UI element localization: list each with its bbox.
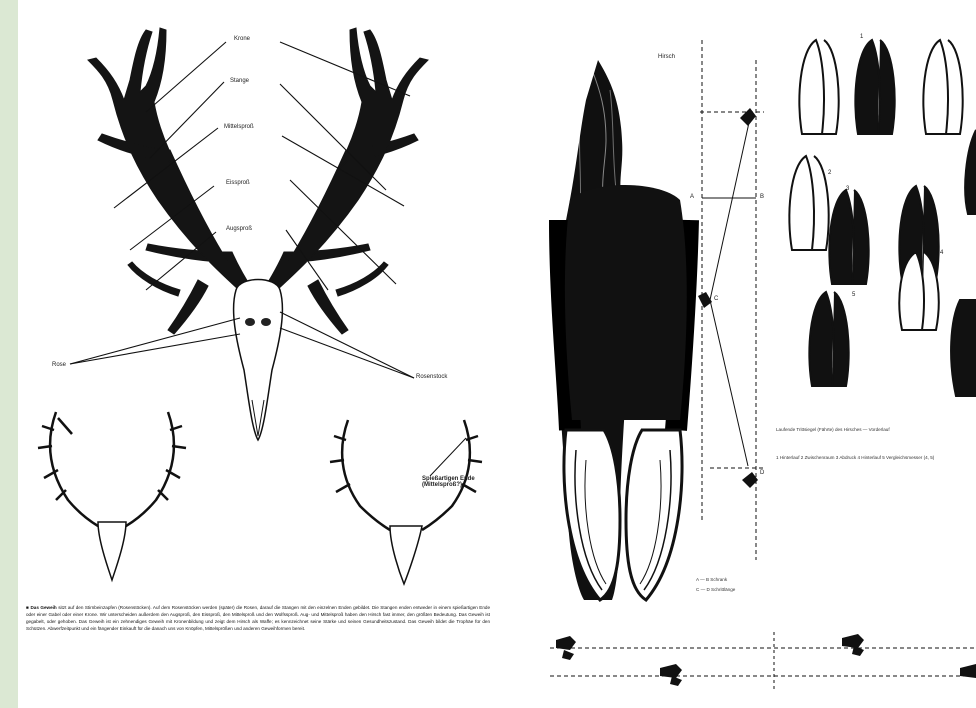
measure-prints [698, 108, 758, 488]
label-mittelsprosse: Mittelsproß [224, 124, 254, 130]
left-page: Krone Stange Mittelsproß Eissproß Augspr… [18, 0, 498, 708]
label-spiess: Spießartigen Ende (Mittelsproß?) [422, 476, 492, 488]
label-eissprosse: Eissproß [226, 180, 250, 186]
skull [234, 280, 283, 441]
hoofprint-grid [789, 40, 976, 396]
label-rosenstock: Rosenstock [416, 374, 447, 380]
background-strip [0, 0, 18, 708]
antler-illustration [18, 0, 498, 708]
measure-arrows [702, 118, 756, 466]
label-stange: Stange [230, 78, 249, 84]
legend-line1: A — B Schrank [696, 576, 727, 583]
label-b: B [760, 194, 764, 200]
right-page: Hirsch A B C D 1 2 3 4 5 Laufende Tritts… [520, 0, 976, 708]
label-krone: Krone [234, 36, 250, 42]
small-antler-right [330, 420, 482, 584]
label-d: D [760, 470, 764, 476]
label-n2: 2 [828, 170, 831, 176]
note-line1: Laufende Trittsiegel (Fährte) des Hirsch… [776, 426, 972, 433]
caption-bullet: ■ [26, 605, 29, 610]
label-n5: 5 [852, 292, 855, 298]
label-rose: Rose [52, 362, 66, 368]
hoof-illustration [520, 0, 976, 708]
label-n1: 1 [860, 34, 863, 40]
small-antler-left [38, 412, 186, 580]
label-n3: 3 [846, 186, 849, 192]
caption-lead: Das Geweih [30, 605, 56, 610]
label-hirsch: Hirsch [658, 54, 675, 60]
deer-leg [554, 60, 696, 600]
label-c: C [714, 296, 718, 302]
label-a: A [690, 194, 694, 200]
label-augsprosse: Augsproß [226, 226, 252, 232]
track-line [550, 632, 976, 690]
label-n4: 4 [940, 250, 943, 256]
legend-line2: C — D Schrittlänge [696, 586, 735, 593]
note-line2: 1 Hinterlauf 2 Zwischenraum 3 Abdruck 4 … [776, 454, 972, 461]
caption-text: sitzt auf den Stirnbeinzapfen (Rosenstöc… [26, 605, 490, 631]
gutter [498, 0, 520, 708]
caption: ■ Das Geweih sitzt auf den Stirnbeinzapf… [26, 604, 490, 632]
